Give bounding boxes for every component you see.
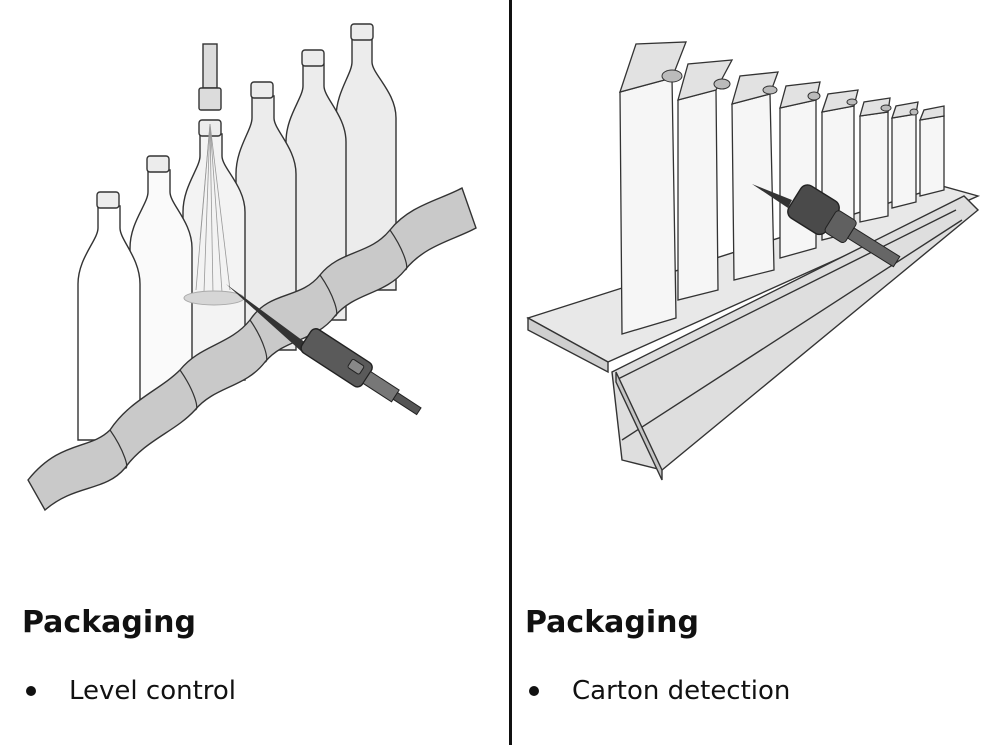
bullet-icon — [529, 686, 539, 696]
panel-carton-detection: Packaging Carton detection — [512, 0, 1000, 745]
bullet-list: Level control — [22, 672, 236, 710]
bullet-text: Level control — [69, 676, 237, 706]
list-item: Carton detection — [525, 672, 790, 710]
bullet-icon — [26, 686, 36, 696]
panel-title: Packaging — [525, 605, 699, 640]
carton-conveyor-icon — [526, 41, 981, 481]
bullet-list: Carton detection — [525, 672, 790, 710]
panel-divider — [509, 0, 512, 745]
bullet-text: Carton detection — [572, 676, 791, 706]
panel-level-control: Packaging Level control — [22, 23, 477, 710]
panel-title: Packaging — [22, 605, 196, 640]
bottle-filling-line-icon — [27, 23, 477, 512]
list-item: Level control — [22, 672, 236, 710]
